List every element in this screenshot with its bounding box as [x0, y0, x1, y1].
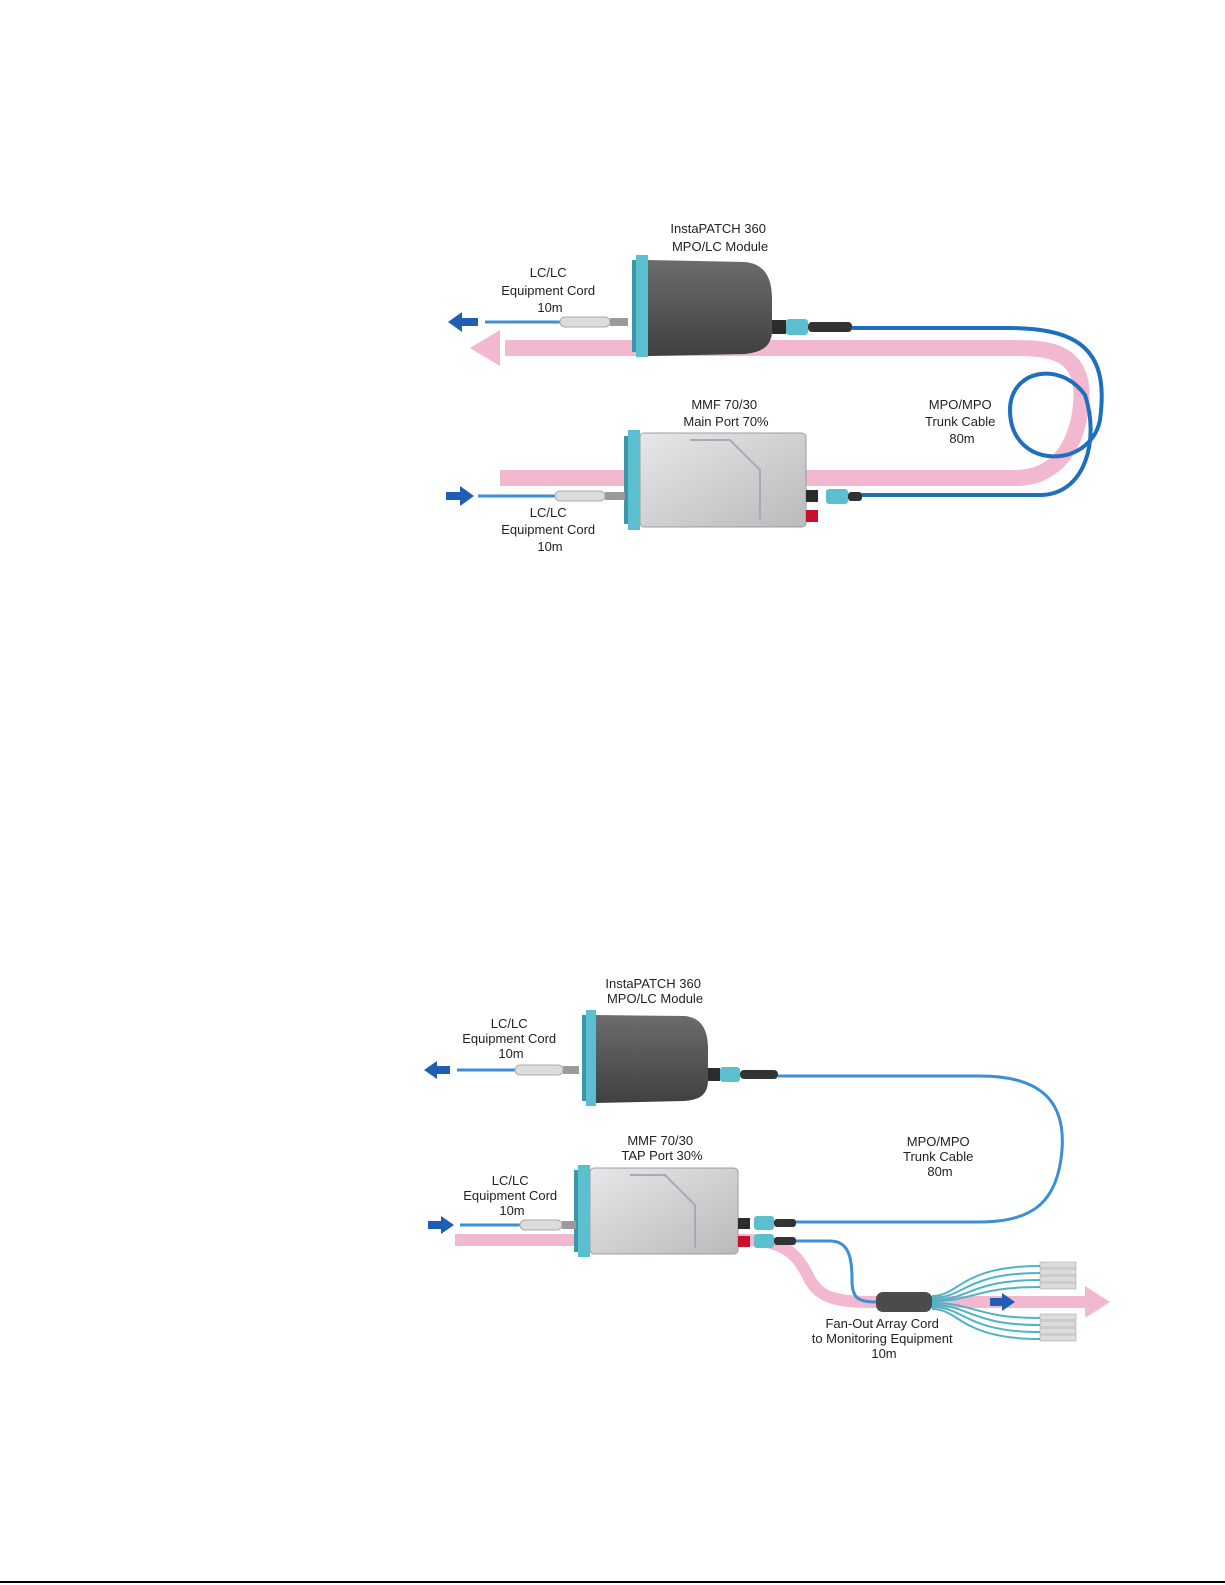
- equipment-cord-in-label: LC/LC Equipment Cord 10m: [463, 1173, 561, 1218]
- trunk-cable-label: MPO/MPO Trunk Cable 80m: [925, 397, 999, 446]
- arrow-left-icon: [448, 312, 478, 332]
- fanout-label: Fan-Out Array Cord to Monitoring Equipme…: [812, 1316, 957, 1361]
- equipment-cord-out-label: LC/LC Equipment Cord 10m: [501, 265, 599, 315]
- module-label: InstaPATCH 360 MPO/LC Module: [605, 976, 704, 1006]
- splitter-module: [574, 1165, 796, 1257]
- arrow-left-icon: [424, 1061, 450, 1079]
- module-label: InstaPATCH 360 MPO/LC Module: [670, 221, 769, 254]
- instapatch-module: [582, 1010, 778, 1106]
- equipment-cord-in: [460, 1220, 576, 1230]
- trunk-cable-label: MPO/MPO Trunk Cable 80m: [903, 1134, 977, 1179]
- splitter-label: MMF 70/30 Main Port 70%: [683, 397, 769, 429]
- signal-flow-arrowhead: [1085, 1286, 1110, 1318]
- diagram-tap-port: InstaPATCH 360 MPO/LC Module LC/LC Equip…: [424, 976, 1110, 1361]
- equipment-cord-out: [485, 317, 628, 327]
- arrow-right-icon: [428, 1216, 454, 1234]
- page-bottom-rule: [0, 1581, 1225, 1583]
- equipment-cord-in: [478, 491, 625, 501]
- diagram-main-port: InstaPATCH 360 MPO/LC Module LC/LC Equip…: [446, 221, 1102, 554]
- signal-flow-arrowhead: [470, 330, 500, 366]
- equipment-cord-in-label: LC/LC Equipment Cord 10m: [501, 505, 599, 554]
- splitter-label: MMF 70/30 TAP Port 30%: [621, 1133, 703, 1163]
- arrow-right-icon: [446, 486, 474, 506]
- arrow-right-icon: [990, 1293, 1015, 1311]
- fanout-breakout: [876, 1292, 932, 1312]
- equipment-cord-out-label: LC/LC Equipment Cord 10m: [462, 1016, 560, 1061]
- equipment-cord-out: [457, 1065, 579, 1075]
